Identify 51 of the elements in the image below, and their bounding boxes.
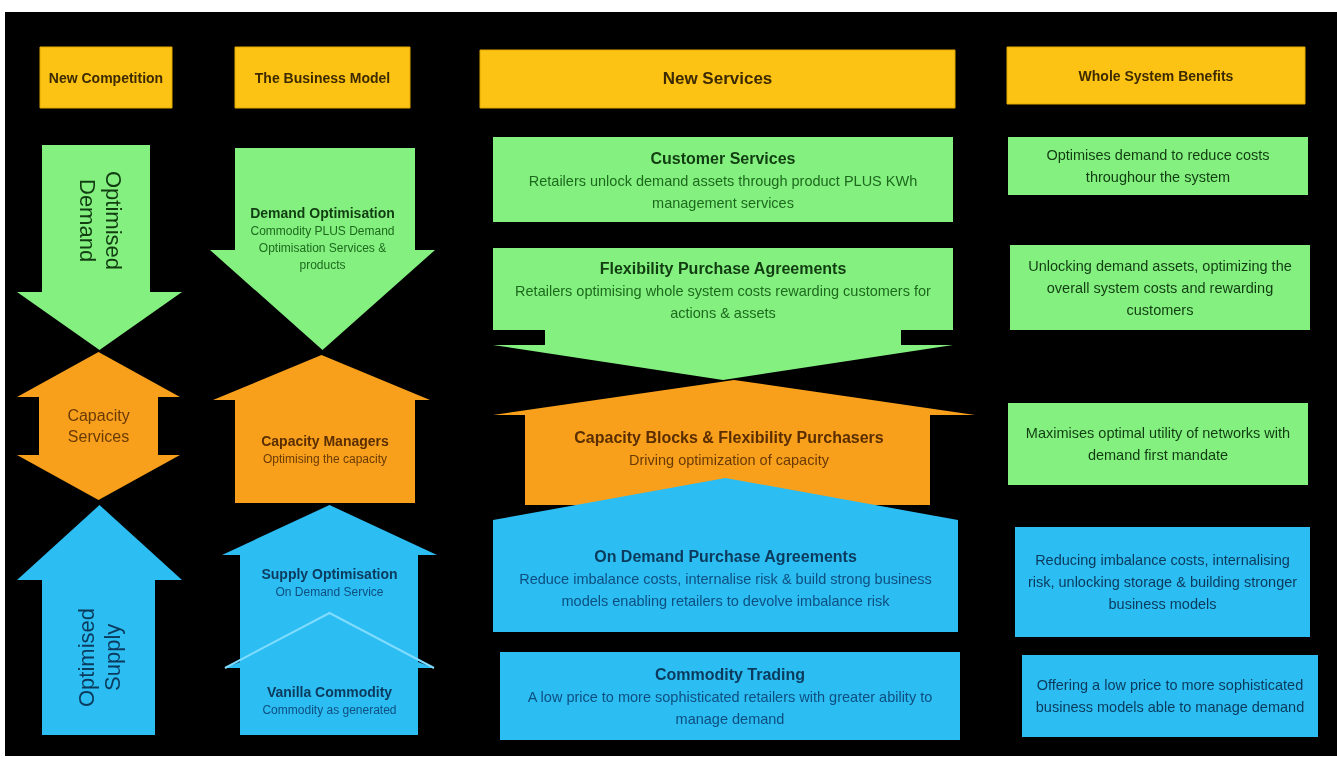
benefit-box — [1008, 403, 1308, 485]
node-text: Retailers unlock demand assets through product PLUS KWh management services — [527, 171, 919, 213]
service-box — [500, 652, 960, 740]
up-arrow-shape — [213, 355, 430, 503]
node-title: Commodity Trading — [654, 665, 806, 685]
benefit-box — [1008, 137, 1308, 195]
node-title: Demand Optimisation — [250, 203, 395, 223]
arrow-label: Optimised Supply — [73, 606, 126, 709]
benefit-box — [1015, 527, 1310, 637]
up-arrow-shape — [493, 478, 958, 632]
column-header — [480, 50, 955, 108]
node-text: Capacity Services — [66, 406, 131, 447]
up-arrow-shape — [222, 505, 437, 612]
node-text: Commodity PLUS Demand Optimisation Services & products — [249, 222, 396, 274]
node-text: Reducing imbalance costs, internalising risk, unlocking storage & building stronger business models — [1026, 551, 1299, 614]
node-text: Maximises optimal utility of networks with demand first mandate — [1024, 424, 1292, 465]
column-header — [1007, 47, 1305, 104]
benefit-box — [1010, 245, 1310, 330]
double-arrow-shape — [17, 352, 180, 500]
up-arrow-shape — [225, 612, 434, 735]
service-box — [493, 137, 953, 222]
header-text: The Business Model — [254, 68, 391, 88]
up-arrow-shape — [17, 505, 182, 735]
node-text: Commodity as generated — [262, 702, 397, 719]
node-title: Flexibility Purchase Agreements — [599, 259, 847, 279]
node-text: Driving optimization of capacity — [629, 450, 829, 470]
column-header — [235, 47, 410, 108]
node-text: Retailers optimising whole system costs rewarding customers for actions & assets — [514, 282, 932, 323]
column-header — [40, 47, 172, 108]
node-text: Optimises demand to reduce costs throughour the system — [1045, 146, 1271, 187]
node-text: On Demand Service — [275, 584, 384, 601]
down-arrow-shape — [210, 148, 435, 350]
node-title: Supply Optimisation — [261, 565, 398, 584]
arrow-label: Optimised Demand — [73, 169, 126, 272]
down-arrow-shape — [17, 145, 182, 350]
node-title: On Demand Purchase Agreements — [594, 547, 857, 567]
node-text: Optimising the capacity — [262, 450, 388, 468]
node-title: Customer Services — [650, 148, 796, 169]
header-text: New Competition — [48, 68, 164, 88]
up-arrow-shape — [493, 380, 975, 505]
node-text: Unlocking demand assets, optimizing the overall system costs and rewarding customers — [1027, 256, 1293, 320]
header-text: New Services — [662, 68, 773, 90]
down-arrow-shape — [493, 248, 953, 380]
node-text: Reduce imbalance costs, internalise risk & build strong business models enabling retailers to devolve imbalance risk — [518, 570, 933, 611]
node-text: Offering a low price to more sophisticated business models able to manage demand — [1034, 676, 1306, 717]
node-title: Vanilla Commodity — [266, 683, 393, 702]
node-title: Capacity Managers — [261, 431, 389, 451]
node-title: Capacity Blocks & Flexibility Purchasers — [574, 427, 884, 448]
header-text: Whole System Benefits — [1078, 66, 1234, 86]
benefit-box — [1022, 655, 1318, 737]
node-text: A low price to more sophisticated retailers with greater ability to manage demand — [526, 688, 934, 729]
